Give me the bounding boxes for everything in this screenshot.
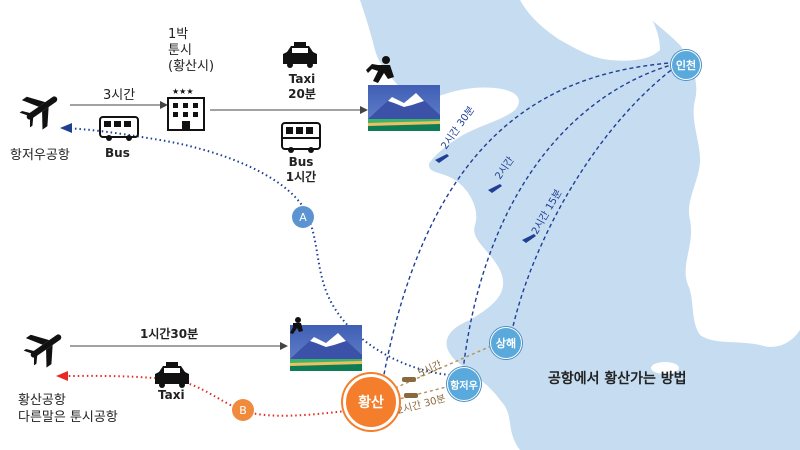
korean-peninsula: [630, 0, 800, 347]
flight-route-1: [381, 61, 683, 386]
hotel-icon: ★★★: [167, 87, 205, 131]
bus-icon: [99, 116, 139, 141]
route-b-arrow: [56, 371, 68, 381]
climber-icon: [366, 56, 394, 83]
bottom-route-duration: 1시간30분: [140, 327, 199, 341]
stopover-label: 1박 툰시 (황산시): [168, 27, 215, 74]
hangzhou-airport-label: 항저우공항: [10, 148, 70, 163]
city-pin-hangzhou[interactable]: 항저우: [447, 367, 481, 401]
plane-glyph-2: [488, 184, 502, 193]
leg1-duration: 3시간: [103, 88, 136, 103]
bus-icon: [281, 122, 321, 153]
climber-icon: [290, 317, 303, 334]
island: [651, 362, 679, 374]
train-duration-hangzhou: 2시간 30분: [396, 392, 447, 416]
flight-plane-glyphs: [435, 154, 536, 243]
city-pin-incheon[interactable]: 인천: [671, 50, 701, 80]
yellow-mountain-icon: [368, 85, 440, 131]
route-a-badge: A: [292, 206, 314, 228]
page-title: 공항에서 황산가는 방법: [548, 371, 687, 387]
leg1-mode-label: Bus: [105, 146, 130, 160]
route-a-path: [65, 127, 451, 376]
bus-1hour-label: Bus 1시간: [285, 155, 317, 184]
taxi-icon: [155, 362, 189, 388]
train-glyphs: [402, 377, 418, 398]
airplane-icon: [23, 334, 62, 368]
route-a-arrow: [60, 123, 72, 133]
plane-glyph-1: [435, 154, 449, 163]
bottom-route-taxi-label: Taxi: [158, 388, 185, 402]
flight-routes: [381, 61, 683, 386]
hub-huangshan[interactable]: 황산: [343, 374, 399, 430]
train-duration-shanghai: 5시간: [416, 358, 444, 379]
taxi-20min-label: Taxi 20분: [288, 72, 316, 101]
huangshan-airport-label: 황산공항 다른말은 툰시공항: [18, 393, 118, 425]
airplane-icon: [19, 96, 58, 130]
liaodong-peninsula: [520, 0, 660, 61]
route-b-badge: B: [232, 399, 254, 421]
city-pin-shanghai[interactable]: 상해: [490, 327, 522, 359]
svg-text:★★★: ★★★: [172, 87, 194, 96]
yellow-mountain-icon: [290, 325, 362, 371]
taxi-icon: [283, 42, 317, 68]
route-b-path: [61, 374, 356, 417]
plane-glyph-3: [522, 234, 536, 243]
